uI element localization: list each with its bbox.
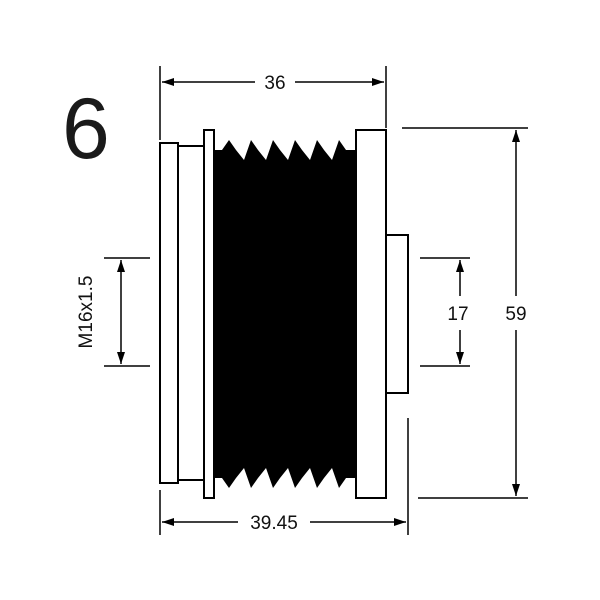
left-flange (203, 129, 215, 499)
dim-hub-label: 17 (447, 304, 468, 325)
dim-outer-label: 59 (505, 304, 526, 325)
dim-bottom-width-label: 39.45 (250, 513, 298, 534)
ribbed-section (214, 140, 356, 488)
dim-thread: M16x1.5 (76, 257, 150, 367)
right-flange (355, 129, 387, 499)
dim-bottom-width: 39.45 (159, 418, 409, 535)
left-hub-outline (177, 145, 205, 481)
thread-end-plate (159, 142, 179, 484)
item-number: 6 (62, 81, 110, 177)
dim-top-width: 36 (159, 66, 387, 140)
dim-thread-label: M16x1.5 (76, 276, 97, 349)
dim-outer: 59 (402, 127, 528, 499)
pulley-body (159, 129, 409, 499)
dim-top-width-label: 36 (264, 73, 285, 94)
dim-hub: 17 (420, 257, 470, 367)
right-hub (385, 234, 409, 394)
